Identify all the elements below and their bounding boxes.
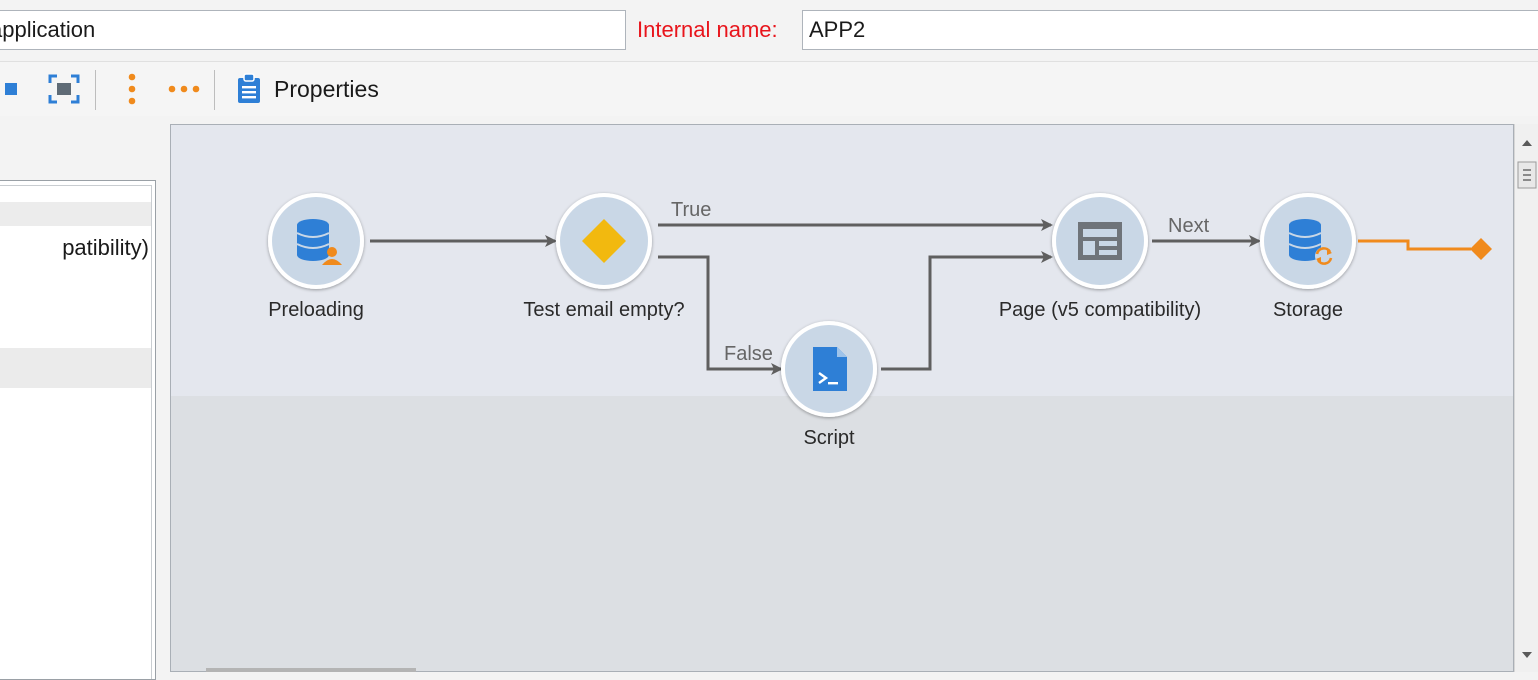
internal-name-field[interactable]: APP2	[802, 10, 1538, 50]
page-layout-icon	[1078, 222, 1122, 260]
edge-label-true: True	[671, 199, 712, 221]
horizontal-scroll-thumb[interactable]	[206, 668, 416, 672]
tree-header	[0, 202, 151, 226]
toolbar: Properties	[0, 61, 1538, 116]
script-file-icon	[813, 347, 847, 391]
horizontal-layout-icon[interactable]	[162, 62, 206, 116]
tree-list: patibility)	[0, 185, 152, 679]
properties-button[interactable]: Properties	[274, 76, 379, 102]
end-diamond-icon[interactable]	[1470, 238, 1492, 260]
node-test-email-empty[interactable]	[556, 193, 652, 289]
scroll-down-icon[interactable]	[1522, 652, 1532, 658]
stop-icon[interactable]	[0, 62, 24, 116]
workflow-canvas[interactable]: Preloading Test email empty? Script Page…	[170, 124, 1514, 672]
internal-name-label: Internal name:	[637, 17, 778, 42]
fit-to-screen-icon[interactable]	[44, 62, 84, 116]
diamond-test-icon	[582, 219, 626, 263]
edge-false[interactable]	[658, 255, 783, 375]
edge-script-page[interactable]	[881, 251, 1053, 371]
node-page-v5-compatibility[interactable]	[1052, 193, 1148, 289]
tree-item[interactable]: patibility)	[0, 228, 151, 268]
node-label-preloading: Preloading	[268, 299, 364, 321]
toolbar-separator	[95, 70, 96, 110]
label-field-value: application	[0, 17, 96, 42]
label-field[interactable]: application	[0, 10, 626, 50]
node-label-page: Page (v5 compatibility)	[998, 299, 1202, 321]
node-storage[interactable]	[1260, 193, 1356, 289]
node-script[interactable]	[781, 321, 877, 417]
workflow-diagram	[268, 193, 1492, 417]
node-label-storage: Storage	[1272, 299, 1344, 321]
vertical-scrollbar[interactable]	[1514, 124, 1538, 672]
scroll-up-icon[interactable]	[1522, 140, 1532, 146]
node-preloading[interactable]	[268, 193, 364, 289]
node-label-test: Test email empty?	[523, 299, 685, 321]
tree-item-selected[interactable]	[0, 348, 151, 388]
tree-item-label: patibility)	[62, 235, 149, 260]
properties-clipboard-icon[interactable]	[232, 62, 266, 116]
node-label-script: Script	[803, 427, 855, 449]
form-header: application Internal name: APP2	[0, 0, 1538, 60]
database-user-icon	[296, 219, 342, 265]
edge-label-next: Next	[1168, 215, 1210, 237]
edge-end[interactable]	[1358, 239, 1471, 251]
toolbar-separator	[214, 70, 215, 110]
vertical-layout-icon[interactable]	[114, 62, 150, 116]
tree-panel: patibility)	[0, 180, 156, 680]
edge-label-false: False	[724, 343, 773, 365]
database-sync-icon	[1288, 219, 1333, 265]
left-panel: patibility)	[0, 124, 170, 680]
